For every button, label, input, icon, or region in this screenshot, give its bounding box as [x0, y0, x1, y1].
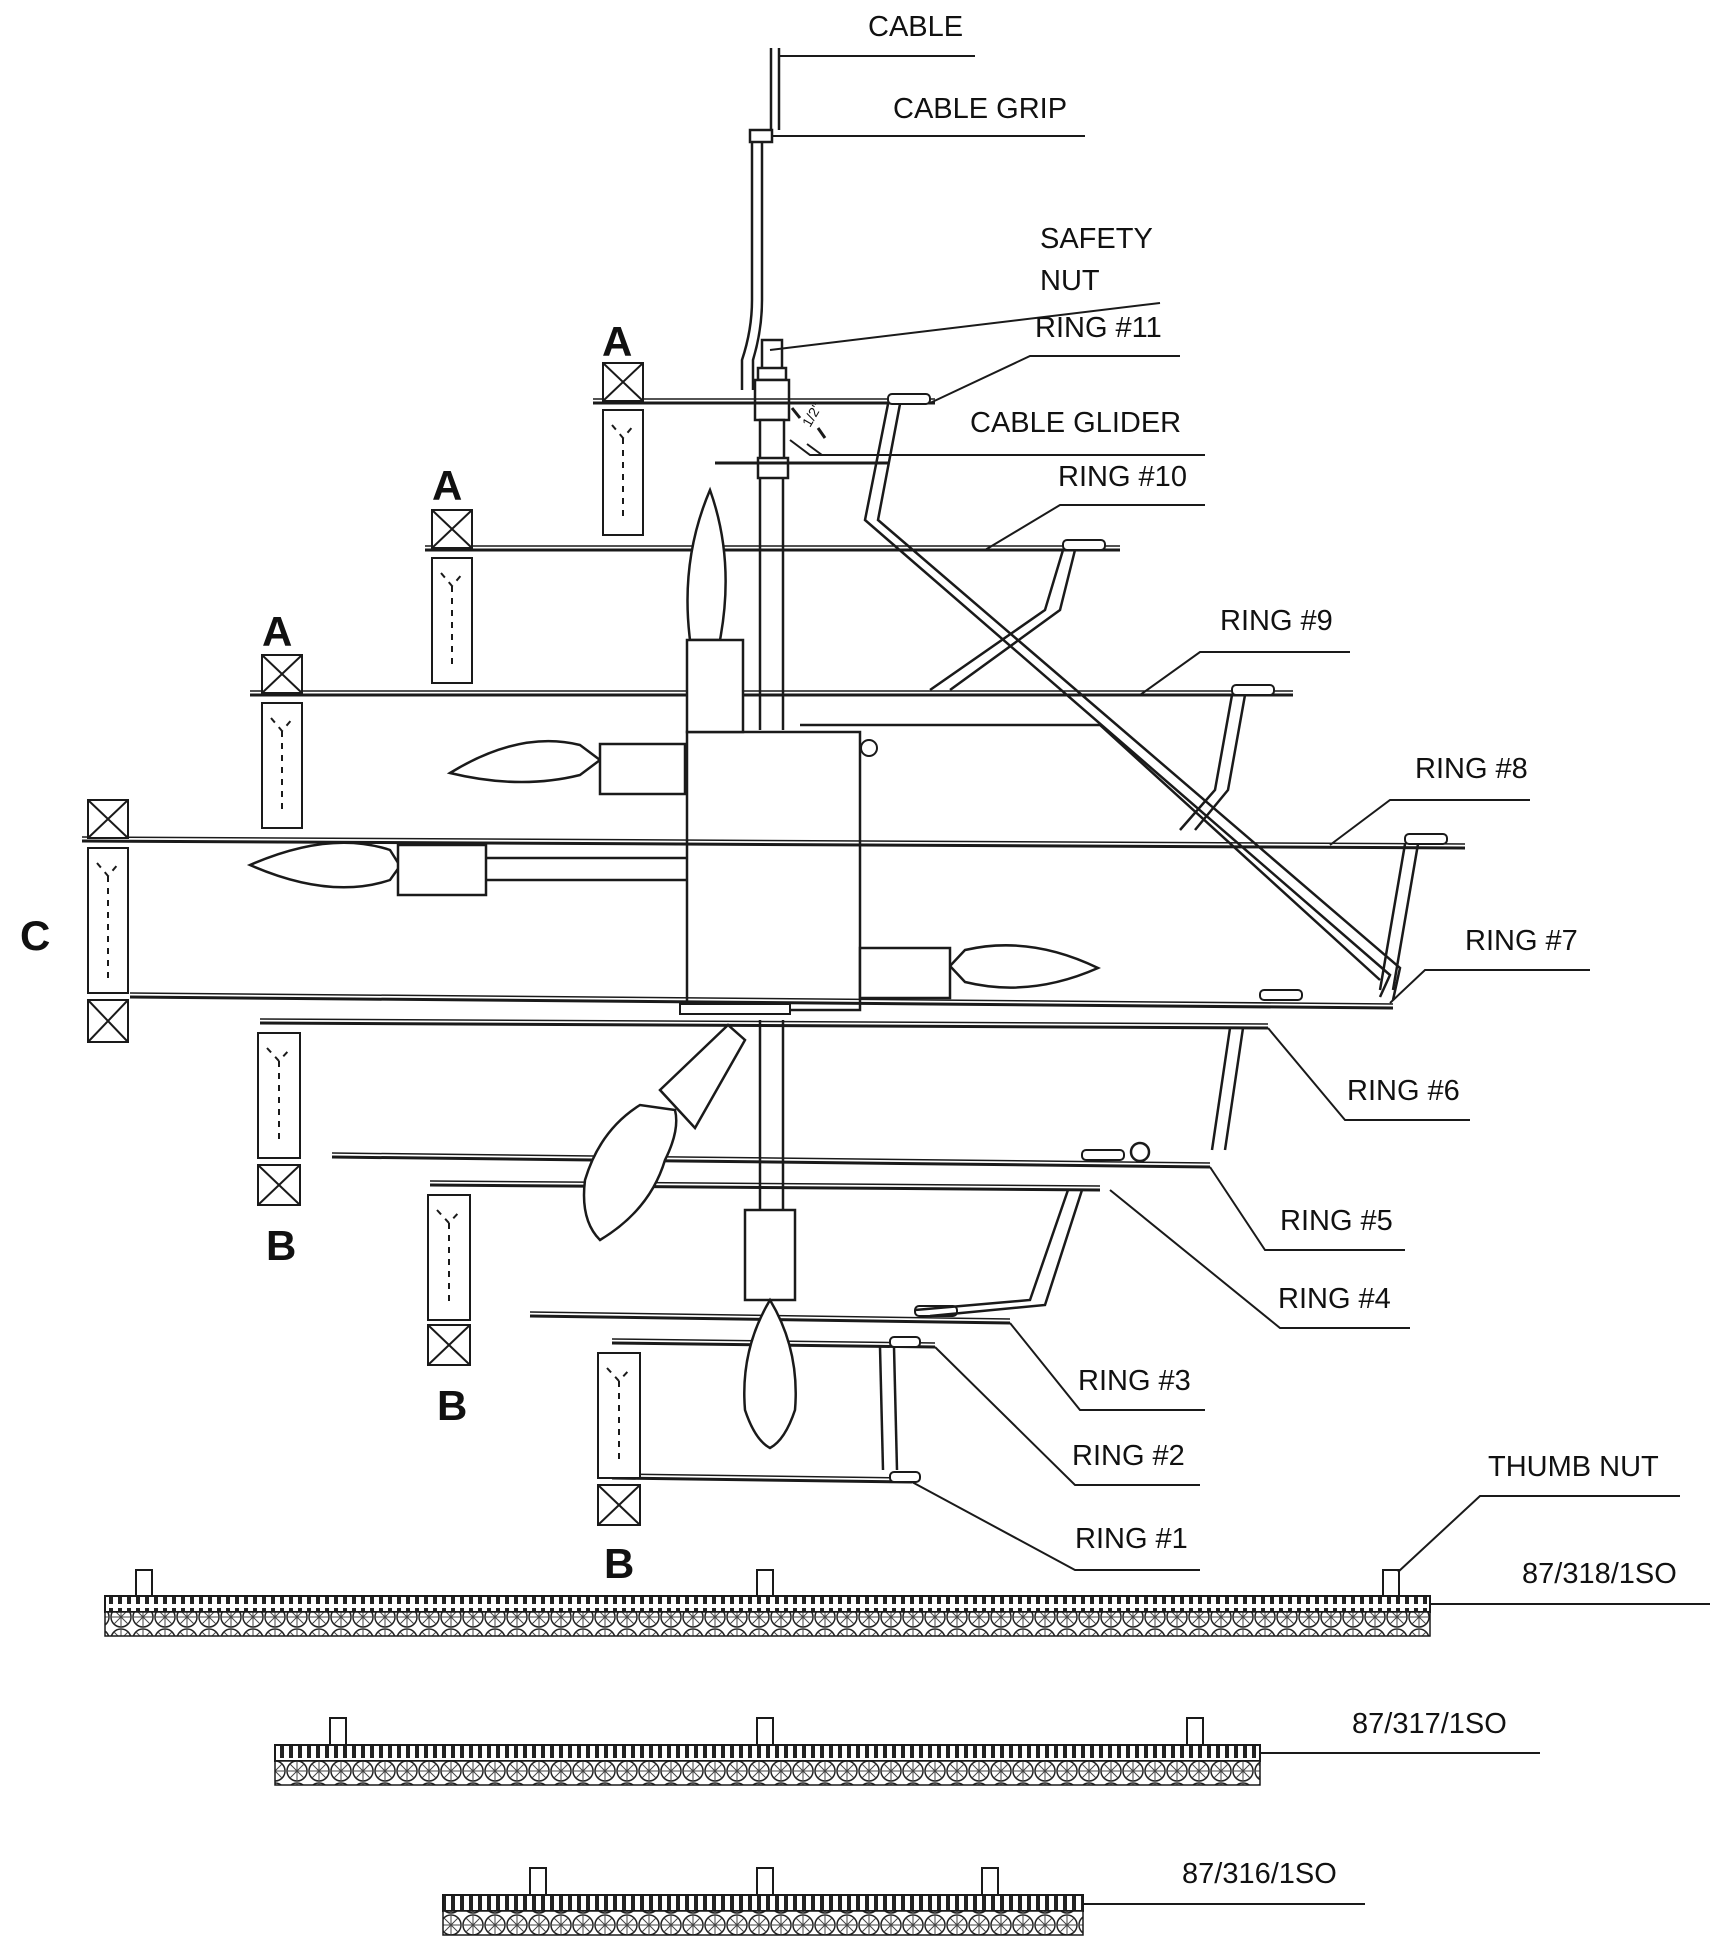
label-nut: NUT [1040, 265, 1100, 297]
ring-7 [129, 995, 1394, 1010]
label-cable-glider: CABLE GLIDER [970, 407, 1181, 439]
frame-struts [800, 403, 1420, 1471]
label-ring-9: RING #9 [1220, 605, 1333, 637]
label-strand-318: 87/318/1SO [1522, 1558, 1677, 1590]
ring-6 [259, 1021, 1269, 1030]
ring-1 [611, 1476, 913, 1484]
label-ring-1: RING #1 [1075, 1523, 1188, 1555]
candle-lights [246, 486, 1101, 1450]
label-cable-grip: CABLE GRIP [893, 93, 1067, 125]
key-b-3: B [604, 1540, 634, 1587]
key-a-1: A [602, 318, 632, 365]
strand-87-318 [104, 1569, 1431, 1637]
central-stem [740, 48, 791, 1220]
center-body [685, 730, 862, 1012]
label-ring-3: RING #3 [1078, 1365, 1191, 1397]
label-safety: SAFETY [1040, 223, 1153, 255]
key-b-1: B [266, 1222, 296, 1269]
label-strand-316: 87/316/1SO [1182, 1858, 1337, 1890]
ring-4 [429, 1183, 1101, 1192]
label-ring-7: RING #7 [1465, 925, 1578, 957]
label-ring-6: RING #6 [1347, 1075, 1460, 1107]
label-ring-2: RING #2 [1072, 1440, 1185, 1472]
leader-lines [769, 55, 1710, 1905]
strand-87-317 [274, 1717, 1261, 1786]
label-cable: CABLE [868, 11, 963, 43]
key-a-2: A [432, 462, 462, 509]
label-ring-10: RING #10 [1058, 461, 1187, 493]
ring-5 [331, 1155, 1211, 1169]
label-dimension: 1/2" [799, 400, 825, 429]
label-ring-11: RING #11 [1035, 312, 1162, 344]
strand-87-316 [442, 1867, 1084, 1936]
key-a-3: A [262, 608, 292, 655]
crystal-pendants [87, 362, 644, 1526]
ring-tabs [887, 393, 1448, 1483]
label-thumb-nut: THUMB NUT [1488, 1451, 1659, 1483]
key-b-2: B [437, 1382, 467, 1429]
label-ring-4: RING #4 [1278, 1283, 1391, 1315]
label-strand-317: 87/317/1SO [1352, 1708, 1507, 1740]
label-ring-8: RING #8 [1415, 753, 1528, 785]
key-c: C [20, 912, 50, 959]
label-ring-5: RING #5 [1280, 1205, 1393, 1237]
